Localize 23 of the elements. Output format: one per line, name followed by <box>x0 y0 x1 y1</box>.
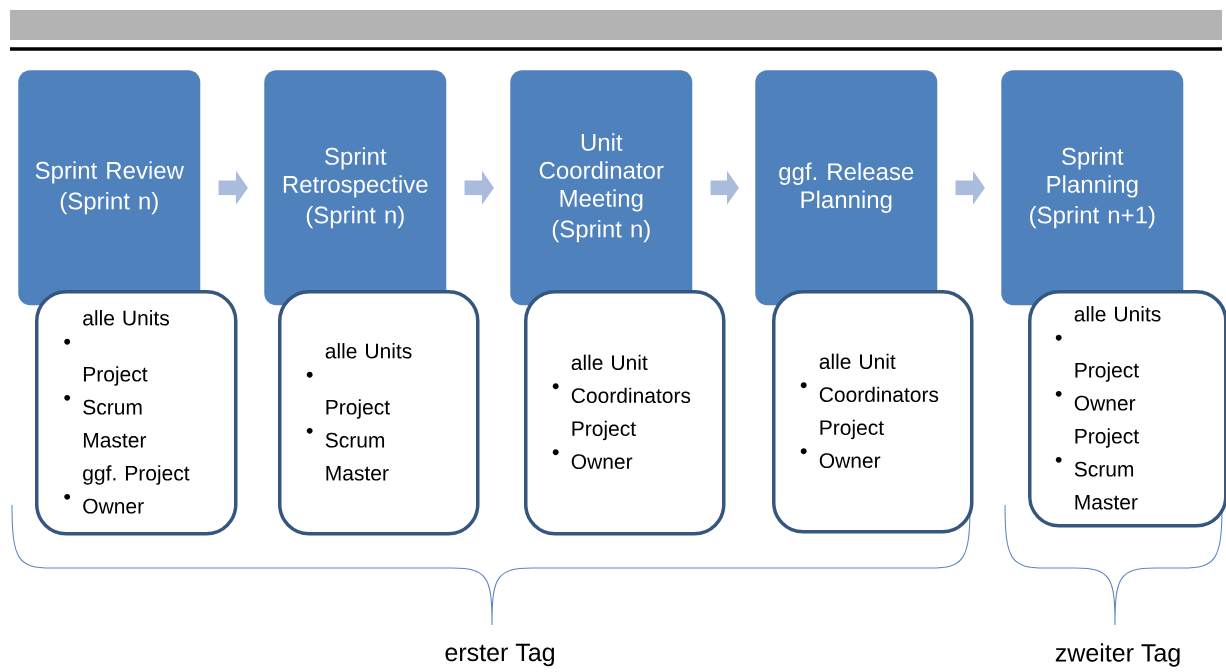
bullet-item: Project Owner <box>571 420 636 470</box>
step-box: ggf. Release Planning <box>755 70 938 306</box>
brace-label: zweiter Tag <box>1055 643 1180 667</box>
attendee-box <box>1028 290 1226 528</box>
step-box: Sprint Planning (Sprint n+1) <box>1001 70 1184 306</box>
bullet-item: Project Scrum Master <box>325 399 390 481</box>
step-box: Sprint Review (Sprint n) <box>18 70 201 306</box>
attendee-box <box>772 290 974 534</box>
bullet-item: alle Units <box>83 310 169 326</box>
bullet-item: alle Units <box>325 343 412 359</box>
bullet-item: Project Owner <box>819 419 884 469</box>
attendee-box <box>524 290 726 536</box>
bullet-item: Project Scrum Master <box>1074 428 1139 510</box>
bullet-item: ggf. Project Owner <box>83 465 190 514</box>
attendee-box <box>278 290 480 536</box>
step-box: Sprint Retrospective (Sprint n) <box>264 70 447 306</box>
brace-label: erster Tag <box>445 643 554 667</box>
attendee-box <box>35 290 238 536</box>
step-box: Unit Coordinator Meeting (Sprint n) <box>510 70 693 306</box>
bullet-item: Project Owner <box>1074 362 1139 411</box>
bullet-item: alle Units <box>1074 306 1161 322</box>
bullet-item: alle Unit Coordinators <box>819 353 939 403</box>
bullet-item: alle Unit Coordinators <box>571 354 691 404</box>
